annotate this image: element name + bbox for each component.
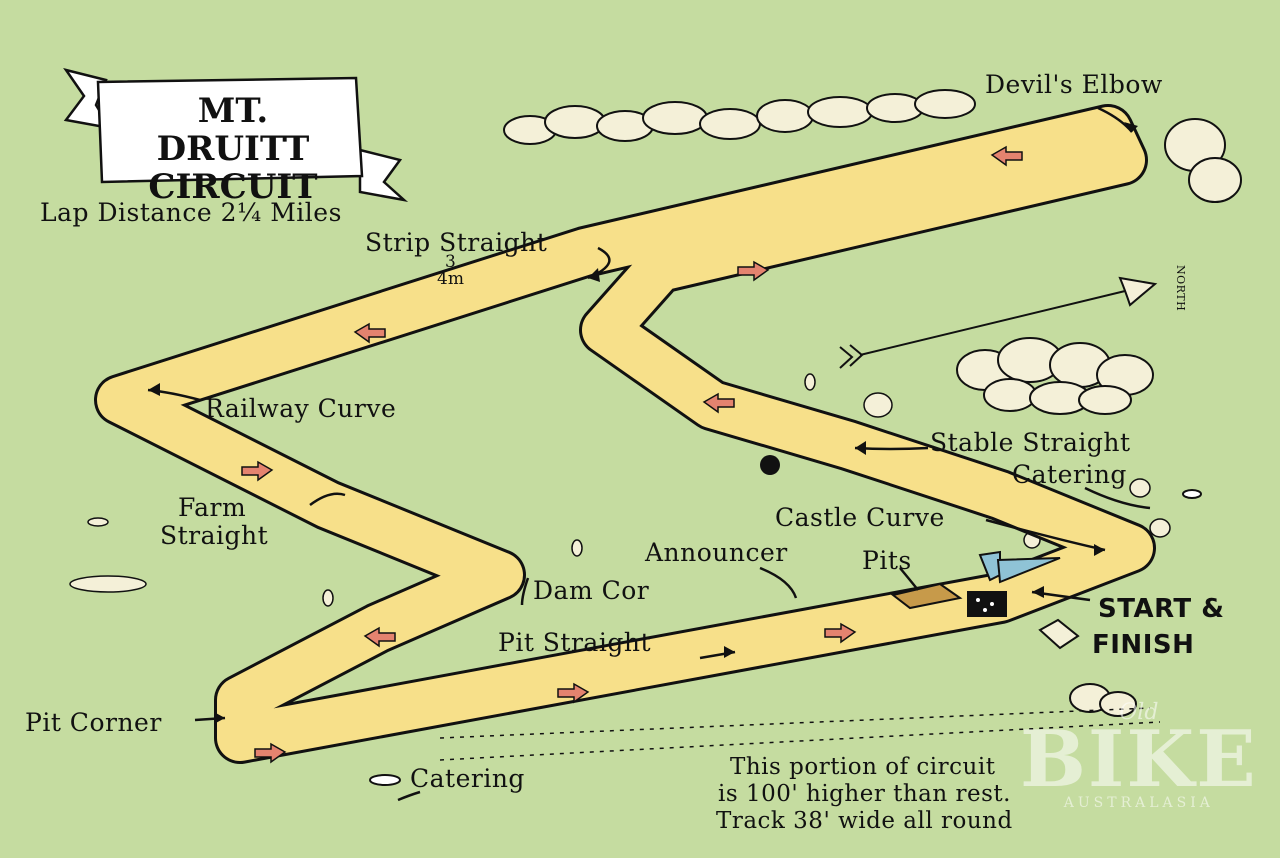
building-finish xyxy=(1038,618,1080,650)
tree-cluster-right xyxy=(1164,118,1242,203)
lap-distance: Lap Distance 2¼ Miles xyxy=(40,198,342,227)
watermark-sub: AUSTRALASIA xyxy=(1063,795,1214,811)
circuit-track xyxy=(94,104,1156,764)
direction-arrow xyxy=(363,626,396,648)
direction-arrow xyxy=(254,742,287,764)
tree-cluster-middle xyxy=(956,337,1154,415)
label-strip-straight: Strip Straight xyxy=(365,228,548,257)
tree-cluster-top xyxy=(503,89,976,145)
left-scribbles xyxy=(69,517,147,593)
direction-arrow xyxy=(241,460,274,482)
catering-tent-right xyxy=(1182,489,1202,499)
label-dam-cor: Dam Cor xyxy=(533,576,650,605)
note-line-1: This portion of circuit xyxy=(730,754,996,780)
watermark: Old BIKE AUSTRALASIA xyxy=(1020,700,1258,811)
pond-marker xyxy=(760,455,780,475)
title-banner xyxy=(63,67,409,203)
label-north: NORTH xyxy=(1174,265,1187,312)
north-arrow xyxy=(839,276,1158,369)
direction-arrow xyxy=(557,682,590,704)
fraction-numerator: 3 xyxy=(445,252,456,272)
label-farm-straight-line-1: Farm xyxy=(178,493,247,522)
direction-arrows xyxy=(241,145,1023,764)
label-announcer: Announcer xyxy=(645,538,788,567)
watermark-main: BIKE xyxy=(1020,714,1258,805)
catering-tent-bottom xyxy=(369,774,401,786)
label-finish: FINISH xyxy=(1092,630,1195,660)
watermark-top: Old xyxy=(1119,700,1159,725)
label-stable-straight: Stable Straight xyxy=(930,428,1131,457)
label-start: START & xyxy=(1098,594,1225,624)
title-line-2: CIRCUIT xyxy=(148,167,318,207)
label-catering-bottom: Catering xyxy=(410,764,525,793)
fraction-denominator: 4m xyxy=(437,269,464,289)
label-pit-corner: Pit Corner xyxy=(25,708,162,737)
direction-arrow xyxy=(353,322,386,344)
note-line-3: Track 38' wide all round xyxy=(716,808,1013,834)
label-railway-curve: Railway Curve xyxy=(205,394,397,423)
title-line-1: MT. DRUITT xyxy=(156,91,310,169)
tree-cluster-bottom-right xyxy=(1069,683,1137,717)
label-pit-straight: Pit Straight xyxy=(498,628,651,657)
direction-arrow xyxy=(702,392,735,414)
strip-straight-length: 3 4m xyxy=(437,254,464,288)
direction-arrow xyxy=(990,145,1023,167)
label-pits: Pits xyxy=(862,546,912,575)
label-castle-curve: Castle Curve xyxy=(775,503,945,532)
start-finish-area xyxy=(967,550,1061,617)
direction-arrow xyxy=(824,622,857,644)
label-farm-straight-line-2: Straight xyxy=(160,521,269,550)
note-line-2: is 100' higher than rest. xyxy=(718,781,1011,807)
direction-arrow xyxy=(737,260,770,282)
pointer-heads xyxy=(148,122,1138,724)
label-devils-elbow: Devil's Elbow xyxy=(985,70,1163,99)
pits-building xyxy=(890,582,963,610)
elevation-guide-lines xyxy=(439,707,1161,761)
circuit-title: MT. DRUITT CIRCUIT xyxy=(118,92,348,206)
label-catering-right: Catering xyxy=(1012,460,1127,489)
